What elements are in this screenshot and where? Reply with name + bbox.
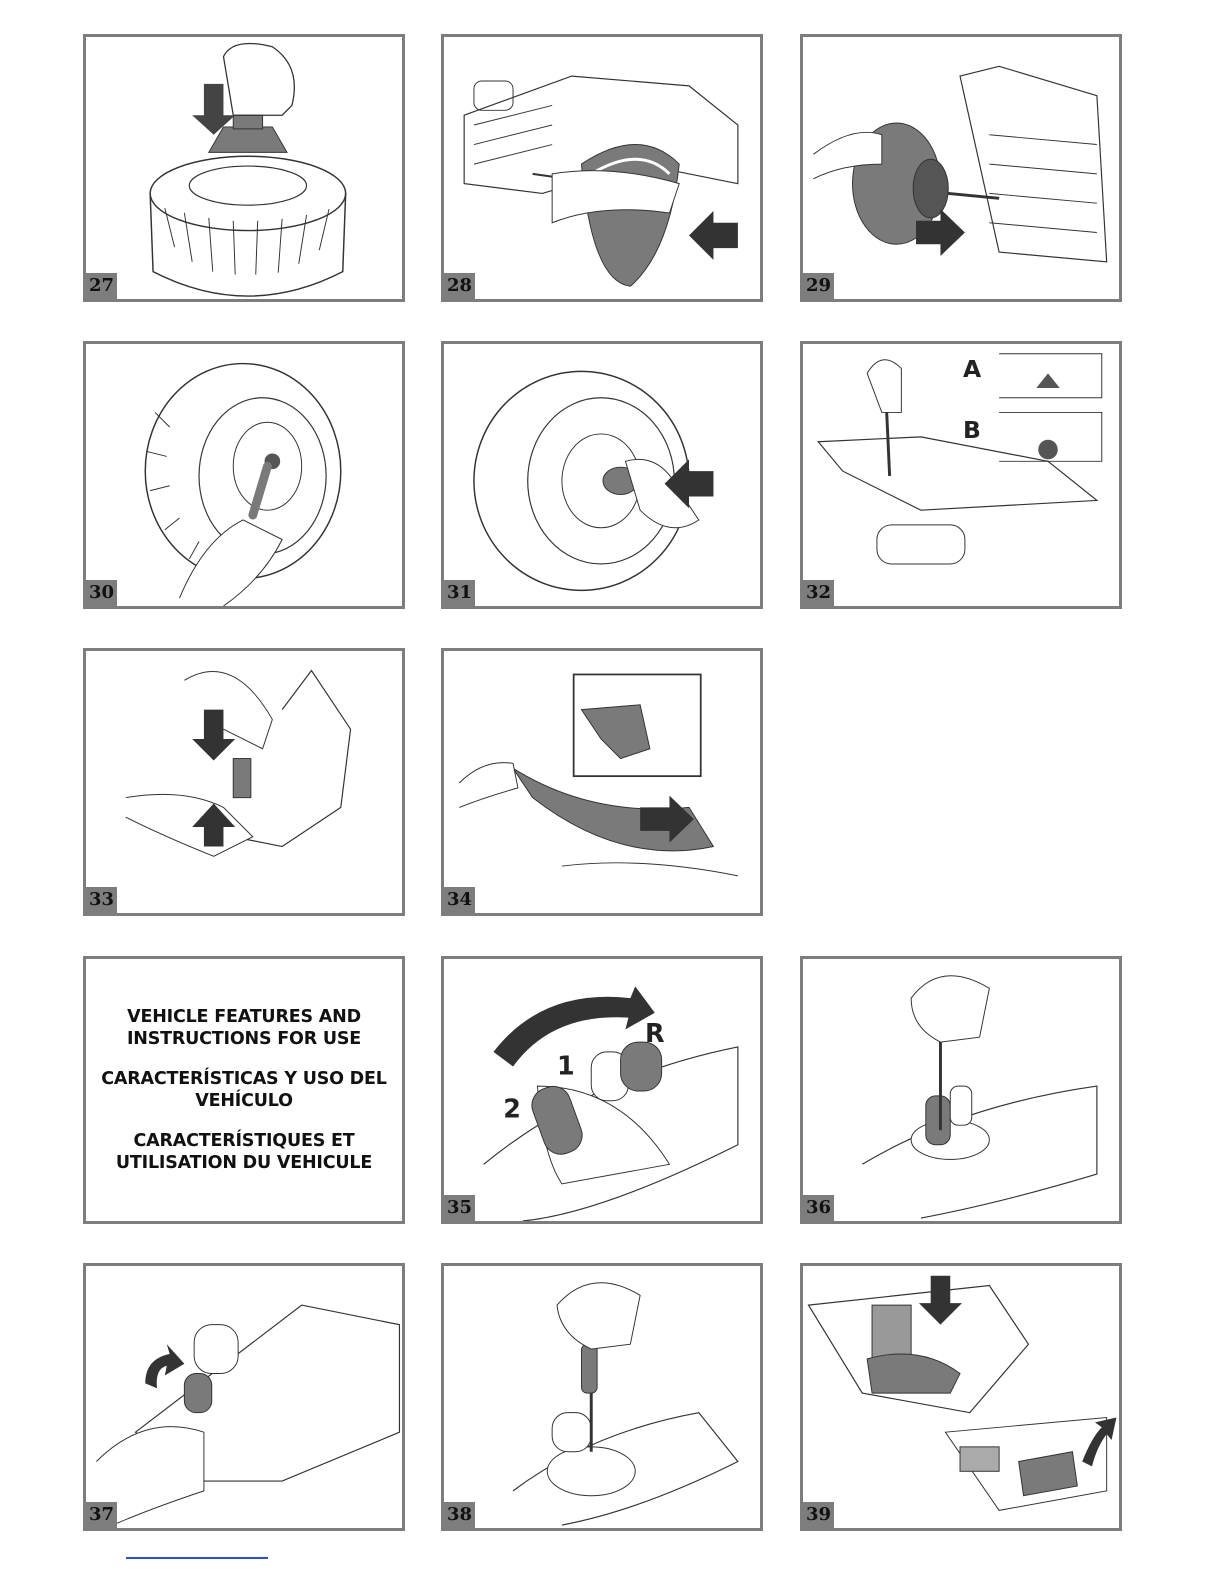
heading-english: VEHICLE FEATURES AND INSTRUCTIONS FOR US… [127, 1006, 361, 1050]
hubcap-illustration [444, 344, 760, 606]
step-29-panel: 29 [800, 34, 1122, 302]
shifter-screwdriver-illustration [803, 959, 1119, 1221]
label-a: A [963, 355, 982, 383]
step-34-panel: 34 [441, 648, 763, 916]
step-number: 29 [803, 273, 834, 299]
heading-french: CARACTERÍSTIQUES ET UTILISATION DU VEHIC… [116, 1130, 372, 1174]
shifter-lock-illustration [444, 1266, 760, 1528]
label-gear-r: R [645, 1018, 665, 1048]
step-number: 37 [86, 1502, 117, 1528]
step-number: 38 [444, 1502, 475, 1528]
step-36-panel: 36 [800, 956, 1122, 1224]
step-number: 33 [86, 887, 117, 913]
step-39-panel: 39 [800, 1263, 1122, 1531]
wheel-nut-wrench-illustration [86, 344, 402, 606]
step-number: 34 [444, 887, 475, 913]
label-gear-1: 1 [557, 1050, 575, 1080]
step-32-panel: A B 32 [800, 341, 1122, 609]
step-number: 35 [444, 1195, 475, 1221]
step-number: 39 [803, 1502, 834, 1528]
step-30-panel: 30 [83, 341, 405, 609]
step-number: 28 [444, 273, 475, 299]
shifter-rotate-illustration [86, 1266, 402, 1528]
tire-install-illustration [444, 37, 760, 299]
step-number: 30 [86, 580, 117, 606]
step-35-panel: R 1 2 35 [441, 956, 763, 1224]
step-number: 31 [444, 580, 475, 606]
step-38-panel: 38 [441, 1263, 763, 1531]
footer-link-underline[interactable] [126, 1557, 268, 1559]
wheel-cap-illustration [86, 37, 402, 299]
screwdriver-latch-illustration: A B [803, 344, 1119, 606]
step-number: 27 [86, 273, 117, 299]
heading-spanish: CARACTERÍSTICAS Y USO DEL VEHÍCULO [101, 1068, 386, 1112]
step-31-panel: 31 [441, 341, 763, 609]
step-27-panel: 27 [83, 34, 405, 302]
section-heading-panel: VEHICLE FEATURES AND INSTRUCTIONS FOR US… [83, 956, 405, 1224]
step-number: 32 [803, 580, 834, 606]
label-gear-2: 2 [503, 1093, 521, 1123]
gear-shift-illustration: R 1 2 [444, 959, 760, 1221]
step-37-panel: 37 [83, 1263, 405, 1531]
connector-illustration [86, 651, 402, 913]
step-33-panel: 33 [83, 648, 405, 916]
pedal-press-illustration [803, 1266, 1119, 1528]
fender-attach-illustration [444, 651, 760, 913]
step-28-panel: 28 [441, 34, 763, 302]
wheel-axle-illustration [803, 37, 1119, 299]
label-b: B [963, 416, 981, 444]
step-number: 36 [803, 1195, 834, 1221]
